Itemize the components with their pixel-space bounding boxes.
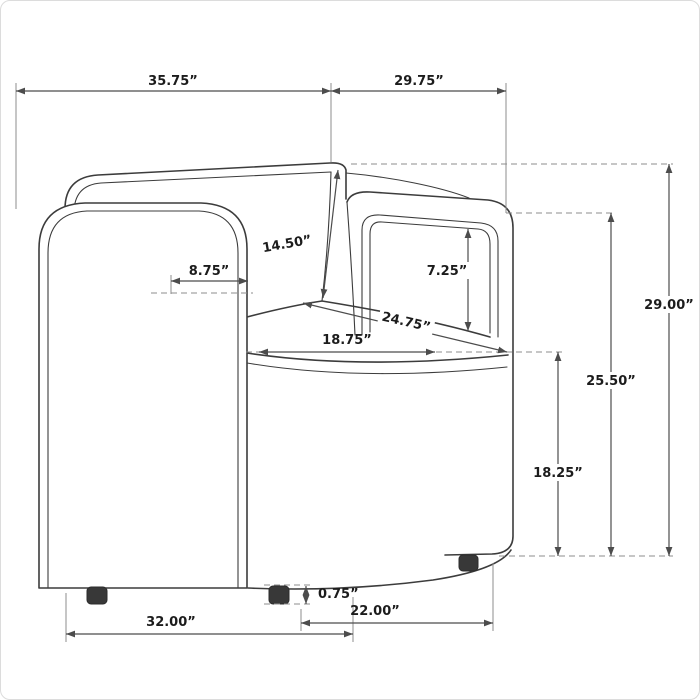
dimension-label: 32.00” (146, 615, 196, 630)
dimension-label: 29.75” (394, 74, 444, 89)
left-arm-panel (38, 202, 248, 589)
dimension-arm-top-width: 8.75” (171, 264, 248, 285)
label-backdrop (377, 306, 436, 337)
chair-leg-right (458, 554, 479, 572)
seat-front-piping (246, 362, 508, 375)
right-arm-outline (346, 191, 514, 556)
dimension-label: 25.50” (586, 374, 636, 389)
dimension-label: 14.50” (261, 233, 313, 256)
dimension-label: 18.75” (322, 333, 372, 348)
dimension-seat-width: 18.75” (259, 333, 435, 356)
dimension-back-cushion-height: 14.50” (261, 169, 341, 299)
dimension-label: 7.25” (427, 264, 468, 279)
dimension-label: 0.75” (318, 587, 359, 602)
base-bottom-edge (247, 549, 512, 590)
left-arm-piping (47, 210, 239, 589)
chair-back-outline (64, 162, 347, 270)
chair-leg-left (86, 586, 108, 605)
dimension-seat-height: 18.25” (530, 352, 586, 556)
right-arm-inner-piping-inner (369, 221, 491, 334)
chair-line-art (38, 162, 514, 605)
right-arm-inner-piping-outer (361, 214, 499, 338)
label-backdrop (530, 464, 586, 481)
dimension-label: 22.00” (350, 604, 400, 619)
dimension-label: 35.75” (148, 74, 198, 89)
dimension-overall-height: 29.00” (641, 164, 697, 556)
dimension-label: 29.00” (644, 298, 694, 313)
label-backdrop (641, 296, 697, 313)
dimension-top-width-right: 29.75” (331, 74, 506, 95)
dimensions: 35.75” 29.75” 29.00” 25.50” 18.25” 7.25” (16, 74, 697, 638)
dimension-arm-height: 25.50” (583, 213, 639, 556)
label-backdrop (422, 262, 472, 279)
dimension-front-width: 22.00” (301, 604, 493, 627)
dimension-label: 18.25” (533, 466, 583, 481)
dimension-label: 8.75” (189, 264, 230, 279)
dimension-line (320, 169, 341, 299)
label-backdrop (583, 372, 639, 389)
dimension-base-width: 32.00” (66, 615, 353, 638)
dimension-inner-arm-height: 7.25” (422, 229, 472, 331)
seat-front-edge (246, 352, 509, 363)
chair-leg-front (268, 585, 290, 605)
dimension-leg-height: 0.75” (302, 586, 359, 604)
dimension-top-width-left: 35.75” (16, 74, 331, 95)
chair-back-right-edge (345, 172, 470, 199)
